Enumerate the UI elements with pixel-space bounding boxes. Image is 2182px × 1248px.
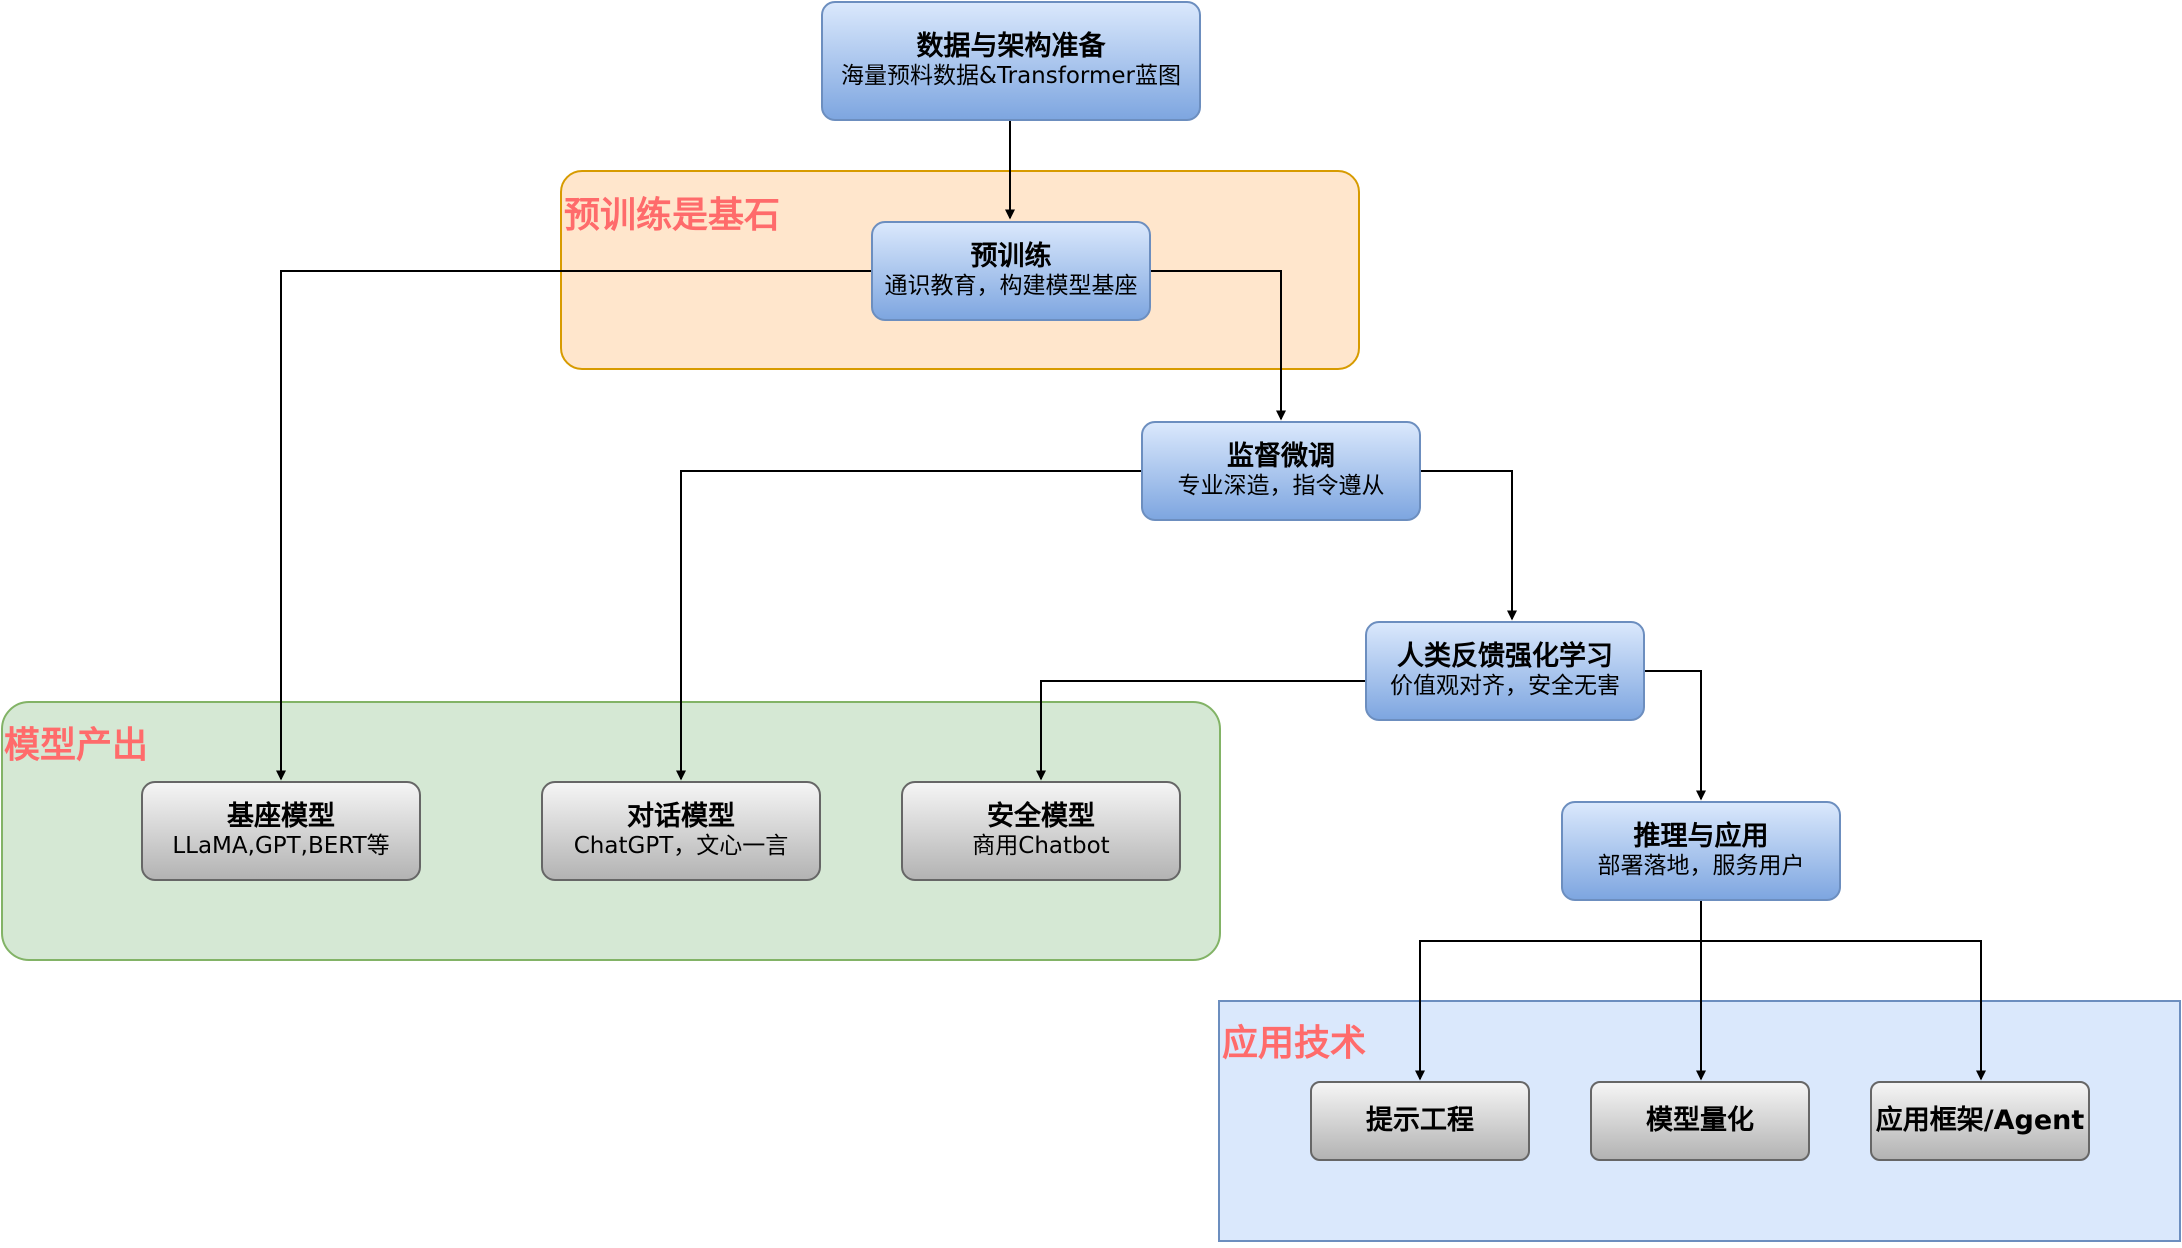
- node-quantization[interactable]: 模型量化: [1590, 1081, 1810, 1161]
- edge-inference-to-prompt: [1415, 901, 1702, 1081]
- outputs-group-label: 模型产出: [4, 725, 149, 766]
- edge-sft-to-chat: [676, 470, 1141, 781]
- node-base-model[interactable]: 基座模型 LLaMA,GPT,BERT等: [141, 781, 421, 881]
- node-sft-subtitle: 专业深造，指令遵从: [1177, 473, 1385, 500]
- node-safe-model-title: 安全模型: [987, 801, 1095, 833]
- edge-pretrain-to-base: [276, 270, 871, 781]
- node-chat-model-subtitle: ChatGPT，文心一言: [573, 833, 789, 860]
- pretrain-group-label: 预训练是基石: [564, 195, 781, 236]
- node-sft-title: 监督微调: [1227, 441, 1335, 473]
- node-pretraining-subtitle: 通识教育，构建模型基座: [884, 273, 1138, 300]
- node-safe-model[interactable]: 安全模型 商用Chatbot: [901, 781, 1181, 881]
- node-chat-model[interactable]: 对话模型 ChatGPT，文心一言: [541, 781, 821, 881]
- edge-pretrain-to-sft: [1151, 270, 1286, 421]
- node-pretraining[interactable]: 预训练 通识教育，构建模型基座: [871, 221, 1151, 321]
- node-agent-framework-title: 应用框架/Agent: [1875, 1105, 2085, 1137]
- node-prompt-engineering-title: 提示工程: [1366, 1105, 1474, 1137]
- node-rlhf-subtitle: 价值观对齐，安全无害: [1390, 673, 1620, 700]
- node-chat-model-title: 对话模型: [627, 801, 735, 833]
- edge-inference-to-agent: [1701, 940, 1986, 1081]
- edge-rlhf-to-inference: [1645, 670, 1706, 801]
- node-inference-subtitle: 部署落地，服务用户: [1597, 853, 1805, 880]
- node-inference-title: 推理与应用: [1633, 821, 1769, 853]
- apps-group-label: 应用技术: [1222, 1023, 1367, 1064]
- node-agent-framework[interactable]: 应用框架/Agent: [1870, 1081, 2090, 1161]
- node-sft[interactable]: 监督微调 专业深造，指令遵从: [1141, 421, 1421, 521]
- edge-sft-to-rlhf: [1421, 470, 1517, 621]
- node-quantization-title: 模型量化: [1646, 1105, 1754, 1137]
- node-data-prep-title: 数据与架构准备: [916, 31, 1106, 63]
- node-rlhf[interactable]: 人类反馈强化学习 价值观对齐，安全无害: [1365, 621, 1645, 721]
- node-inference[interactable]: 推理与应用 部署落地，服务用户: [1561, 801, 1841, 901]
- node-data-prep[interactable]: 数据与架构准备 海量预料数据&Transformer蓝图: [821, 1, 1201, 121]
- node-prompt-engineering[interactable]: 提示工程: [1310, 1081, 1530, 1161]
- node-safe-model-subtitle: 商用Chatbot: [972, 833, 1110, 860]
- edge-rlhf-to-safe: [1036, 680, 1365, 781]
- node-base-model-title: 基座模型: [227, 801, 335, 833]
- node-pretraining-title: 预训练: [970, 241, 1052, 273]
- node-data-prep-subtitle: 海量预料数据&Transformer蓝图: [841, 63, 1181, 90]
- node-rlhf-title: 人类反馈强化学习: [1397, 641, 1613, 673]
- node-base-model-subtitle: LLaMA,GPT,BERT等: [172, 833, 390, 860]
